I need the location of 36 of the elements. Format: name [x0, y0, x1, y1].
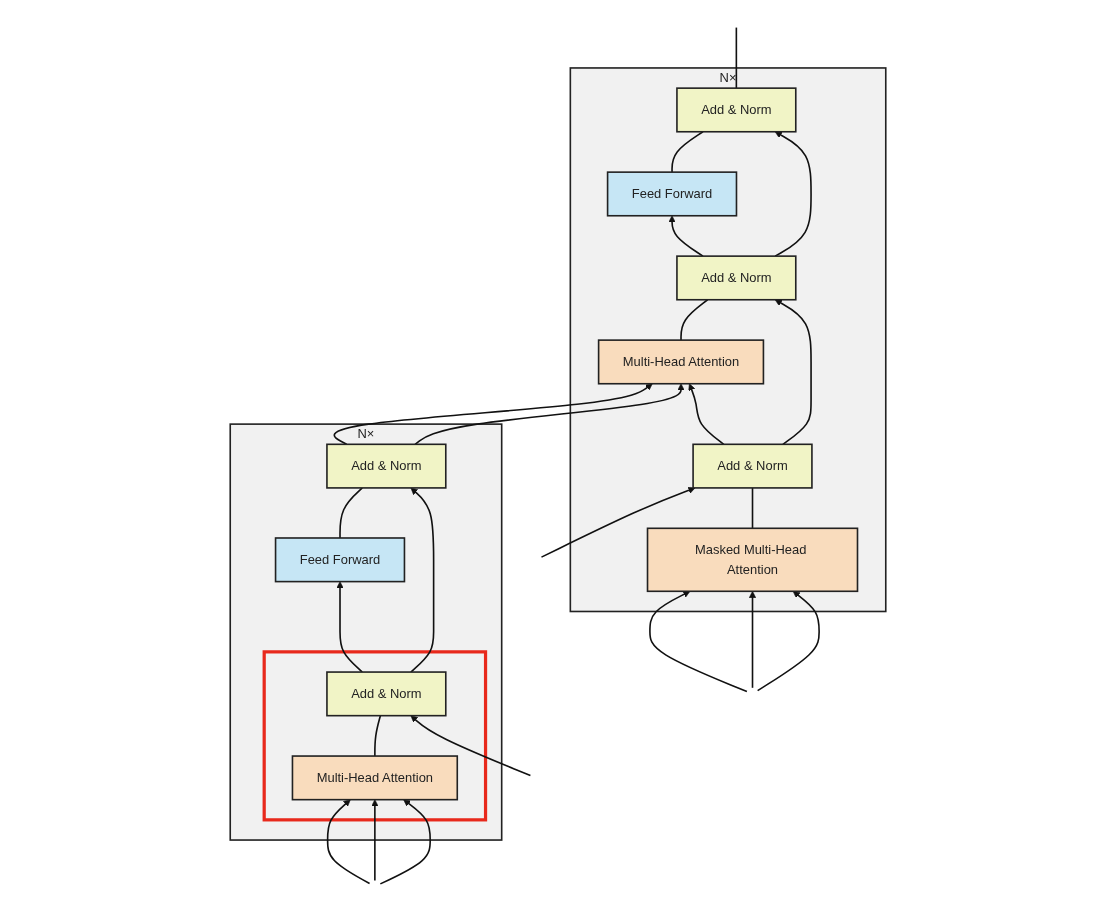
arrow [774, 298, 812, 445]
arrow [371, 798, 379, 881]
arrow [410, 714, 532, 776]
node-box: Feed Forward [606, 170, 738, 217]
arrow [410, 487, 435, 673]
node-label: N× [719, 69, 737, 84]
node-box: Multi-Head Attention [597, 338, 765, 385]
cluster [229, 422, 503, 841]
connector [680, 298, 709, 341]
node-box: Add & Norm [676, 254, 797, 301]
arrow [326, 798, 371, 884]
arrow [668, 214, 704, 257]
arrow [748, 590, 757, 689]
node-label: N× [357, 426, 375, 440]
arrow [336, 580, 364, 673]
connector [751, 486, 754, 529]
node-box: Feed Forward [274, 536, 406, 582]
node-box: Multi-Head Attention [291, 754, 459, 800]
arrow [688, 382, 725, 445]
cluster [569, 66, 887, 612]
node-box: Add & Norm [326, 670, 447, 716]
arrow [649, 590, 748, 692]
arrow [540, 486, 696, 558]
connector [735, 26, 738, 89]
node-box: Add & Norm [676, 86, 797, 133]
cluster [262, 649, 488, 821]
node-box: Add & Norm [326, 443, 447, 489]
connector [671, 130, 704, 173]
node-box: Add & Norm [692, 443, 813, 489]
arrow [333, 382, 653, 445]
node-box: Masked Multi-Head Attention [646, 527, 859, 592]
arrow [379, 798, 431, 885]
arrow [756, 590, 820, 691]
arrow [774, 130, 812, 257]
connector [339, 486, 364, 539]
connector [374, 714, 382, 757]
